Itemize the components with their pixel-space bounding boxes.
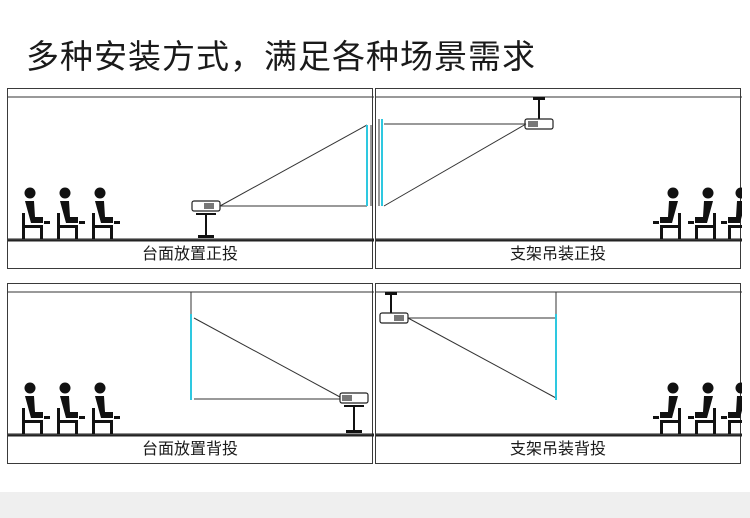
diagram-ceiling-rear xyxy=(376,291,742,437)
audience-icon xyxy=(653,187,742,239)
projector-icon xyxy=(379,312,409,324)
audience-icon xyxy=(22,382,120,434)
caption-ceiling-rear: 支架吊装背投 xyxy=(376,434,740,463)
footer-bar xyxy=(0,492,750,518)
projector-icon xyxy=(191,200,221,238)
diagram-tabletop-front xyxy=(8,96,374,242)
audience-icon xyxy=(22,187,120,239)
panel-ceiling-rear: 支架吊装背投 xyxy=(375,283,742,464)
caption-tabletop-front: 台面放置正投 xyxy=(8,239,372,268)
ceiling-mount-icon xyxy=(533,97,545,119)
panel-tabletop-front: 台面放置正投 xyxy=(7,88,374,269)
projector-icon xyxy=(524,118,554,130)
diagram-tabletop-rear xyxy=(8,291,374,437)
audience-icon xyxy=(653,382,742,434)
caption-tabletop-rear: 台面放置背投 xyxy=(8,434,372,463)
panel-ceiling-front: 支架吊装正投 xyxy=(375,88,742,269)
diagram-ceiling-front xyxy=(376,96,742,242)
ceiling-mount-icon xyxy=(385,292,397,313)
page-title: 多种安装方式，满足各种场景需求 xyxy=(26,37,536,76)
panel-tabletop-rear: 台面放置背投 xyxy=(7,283,374,464)
caption-ceiling-front: 支架吊装正投 xyxy=(376,239,740,268)
projector-icon xyxy=(339,392,369,433)
